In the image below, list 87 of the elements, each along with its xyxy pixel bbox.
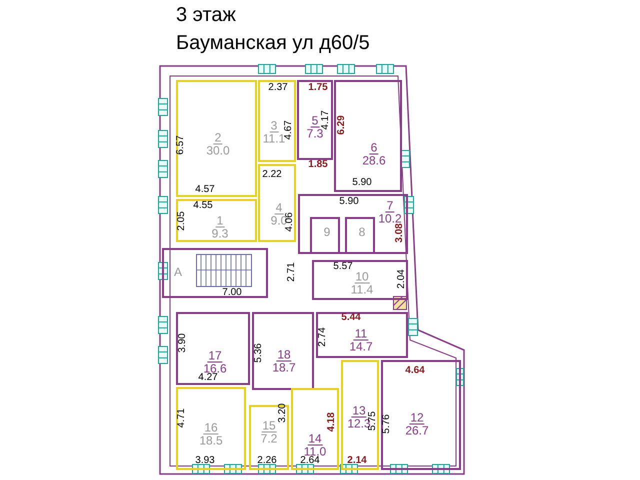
room-number: 13 <box>351 404 367 418</box>
room <box>176 80 257 197</box>
dimension-text: 2.26 <box>257 456 277 466</box>
room <box>298 194 408 254</box>
room <box>258 164 296 242</box>
dimension-text: 2.37 <box>268 83 288 93</box>
dimension-text: 4.06 <box>285 212 295 232</box>
room-area: 10.2 <box>377 212 403 224</box>
room-number: 9 <box>322 226 332 238</box>
room-number: 6 <box>370 142 378 154</box>
dimension-text: 4.55 <box>193 201 213 211</box>
dimension-text: 3.90 <box>178 333 188 353</box>
room-area: 7.3 <box>306 128 324 140</box>
room-number: 11 <box>354 328 368 340</box>
dimension-text: 4.71 <box>177 408 187 428</box>
room <box>297 80 333 160</box>
room <box>381 360 461 470</box>
room-number: 10 <box>354 270 370 284</box>
room-number: 18 <box>276 348 292 362</box>
dimension-text: 7.00 <box>222 288 242 298</box>
dimension-text: 4.18 <box>327 412 337 432</box>
dimension-text: 2.74 <box>318 327 328 347</box>
room-number: 5 <box>310 114 320 128</box>
room-area: 28.6 <box>361 154 387 166</box>
dimension-text: 5.90 <box>339 197 359 207</box>
room-number: 3 <box>270 120 278 132</box>
dimension-text: 2.05 <box>177 211 187 231</box>
room <box>345 217 375 254</box>
dimension-text: 4.17 <box>321 110 331 130</box>
dimension-text: 6.57 <box>176 135 186 155</box>
room <box>249 405 289 470</box>
dimension-text: 3.93 <box>195 456 215 466</box>
room <box>176 312 250 385</box>
title: 3 этаж <box>176 3 236 28</box>
room-area: 11.0 <box>302 446 328 458</box>
dimension-text: 4.57 <box>195 185 215 195</box>
dimension-text: 4.67 <box>284 120 294 140</box>
room-area: 30.0 <box>205 144 231 156</box>
room <box>176 387 246 470</box>
room-number: 8 <box>358 226 366 238</box>
room-number: 15 <box>261 420 277 432</box>
address-subtitle: Бауманская ул д60/5 <box>176 31 370 56</box>
dimension-text: 2.71 <box>287 262 297 282</box>
room-number: 4 <box>274 202 284 214</box>
room-number: 2 <box>214 132 222 144</box>
dimension-text: 5.76 <box>382 414 392 434</box>
dimension-text: 3.20 <box>278 403 288 423</box>
dimension-text: 2.22 <box>262 170 282 180</box>
dimension-text: 2.14 <box>347 456 367 466</box>
room <box>162 248 268 298</box>
dimension-text: 2.64 <box>300 456 320 466</box>
room-area: 14.7 <box>348 340 374 352</box>
dimension-text: 6.29 <box>337 115 347 135</box>
room-area: 18.7 <box>271 362 297 374</box>
dimension-text: 5.90 <box>352 178 372 188</box>
room <box>252 312 314 390</box>
room <box>312 260 408 300</box>
dimension-text: 1.75 <box>308 83 328 93</box>
dimension-text: 5.44 <box>341 313 361 323</box>
room-number: 7 <box>386 200 394 212</box>
room-area: 11.4 <box>350 284 374 296</box>
dimension-text: 2.04 <box>397 269 407 289</box>
room <box>258 80 296 162</box>
room <box>316 312 408 358</box>
room <box>291 388 339 470</box>
room-number: 17 <box>207 350 223 362</box>
room <box>176 199 257 242</box>
room-area: 26.7 <box>404 424 430 436</box>
room-area: 11.1 <box>262 132 286 144</box>
dimension-text: 1.85 <box>308 160 328 170</box>
room <box>341 360 379 470</box>
room-number: 1 <box>216 214 224 228</box>
room <box>334 80 402 192</box>
room-number: A <box>173 266 183 278</box>
room-number: 12 <box>409 412 425 424</box>
dimension-text: 4.64 <box>405 366 425 376</box>
room-number: 14 <box>307 432 323 446</box>
room-area: 16.6 <box>202 362 228 374</box>
room <box>310 217 340 254</box>
room-area: 7.2 <box>260 432 278 444</box>
dimension-text: 5.36 <box>254 343 264 363</box>
dimension-text: 3.08 <box>395 223 405 243</box>
room-area: 9.3 <box>210 228 230 240</box>
dimension-text: 5.57 <box>333 262 353 272</box>
room-number: 16 <box>203 422 219 434</box>
dimension-text: 4.27 <box>198 373 218 383</box>
room-area: 18.5 <box>198 434 224 446</box>
